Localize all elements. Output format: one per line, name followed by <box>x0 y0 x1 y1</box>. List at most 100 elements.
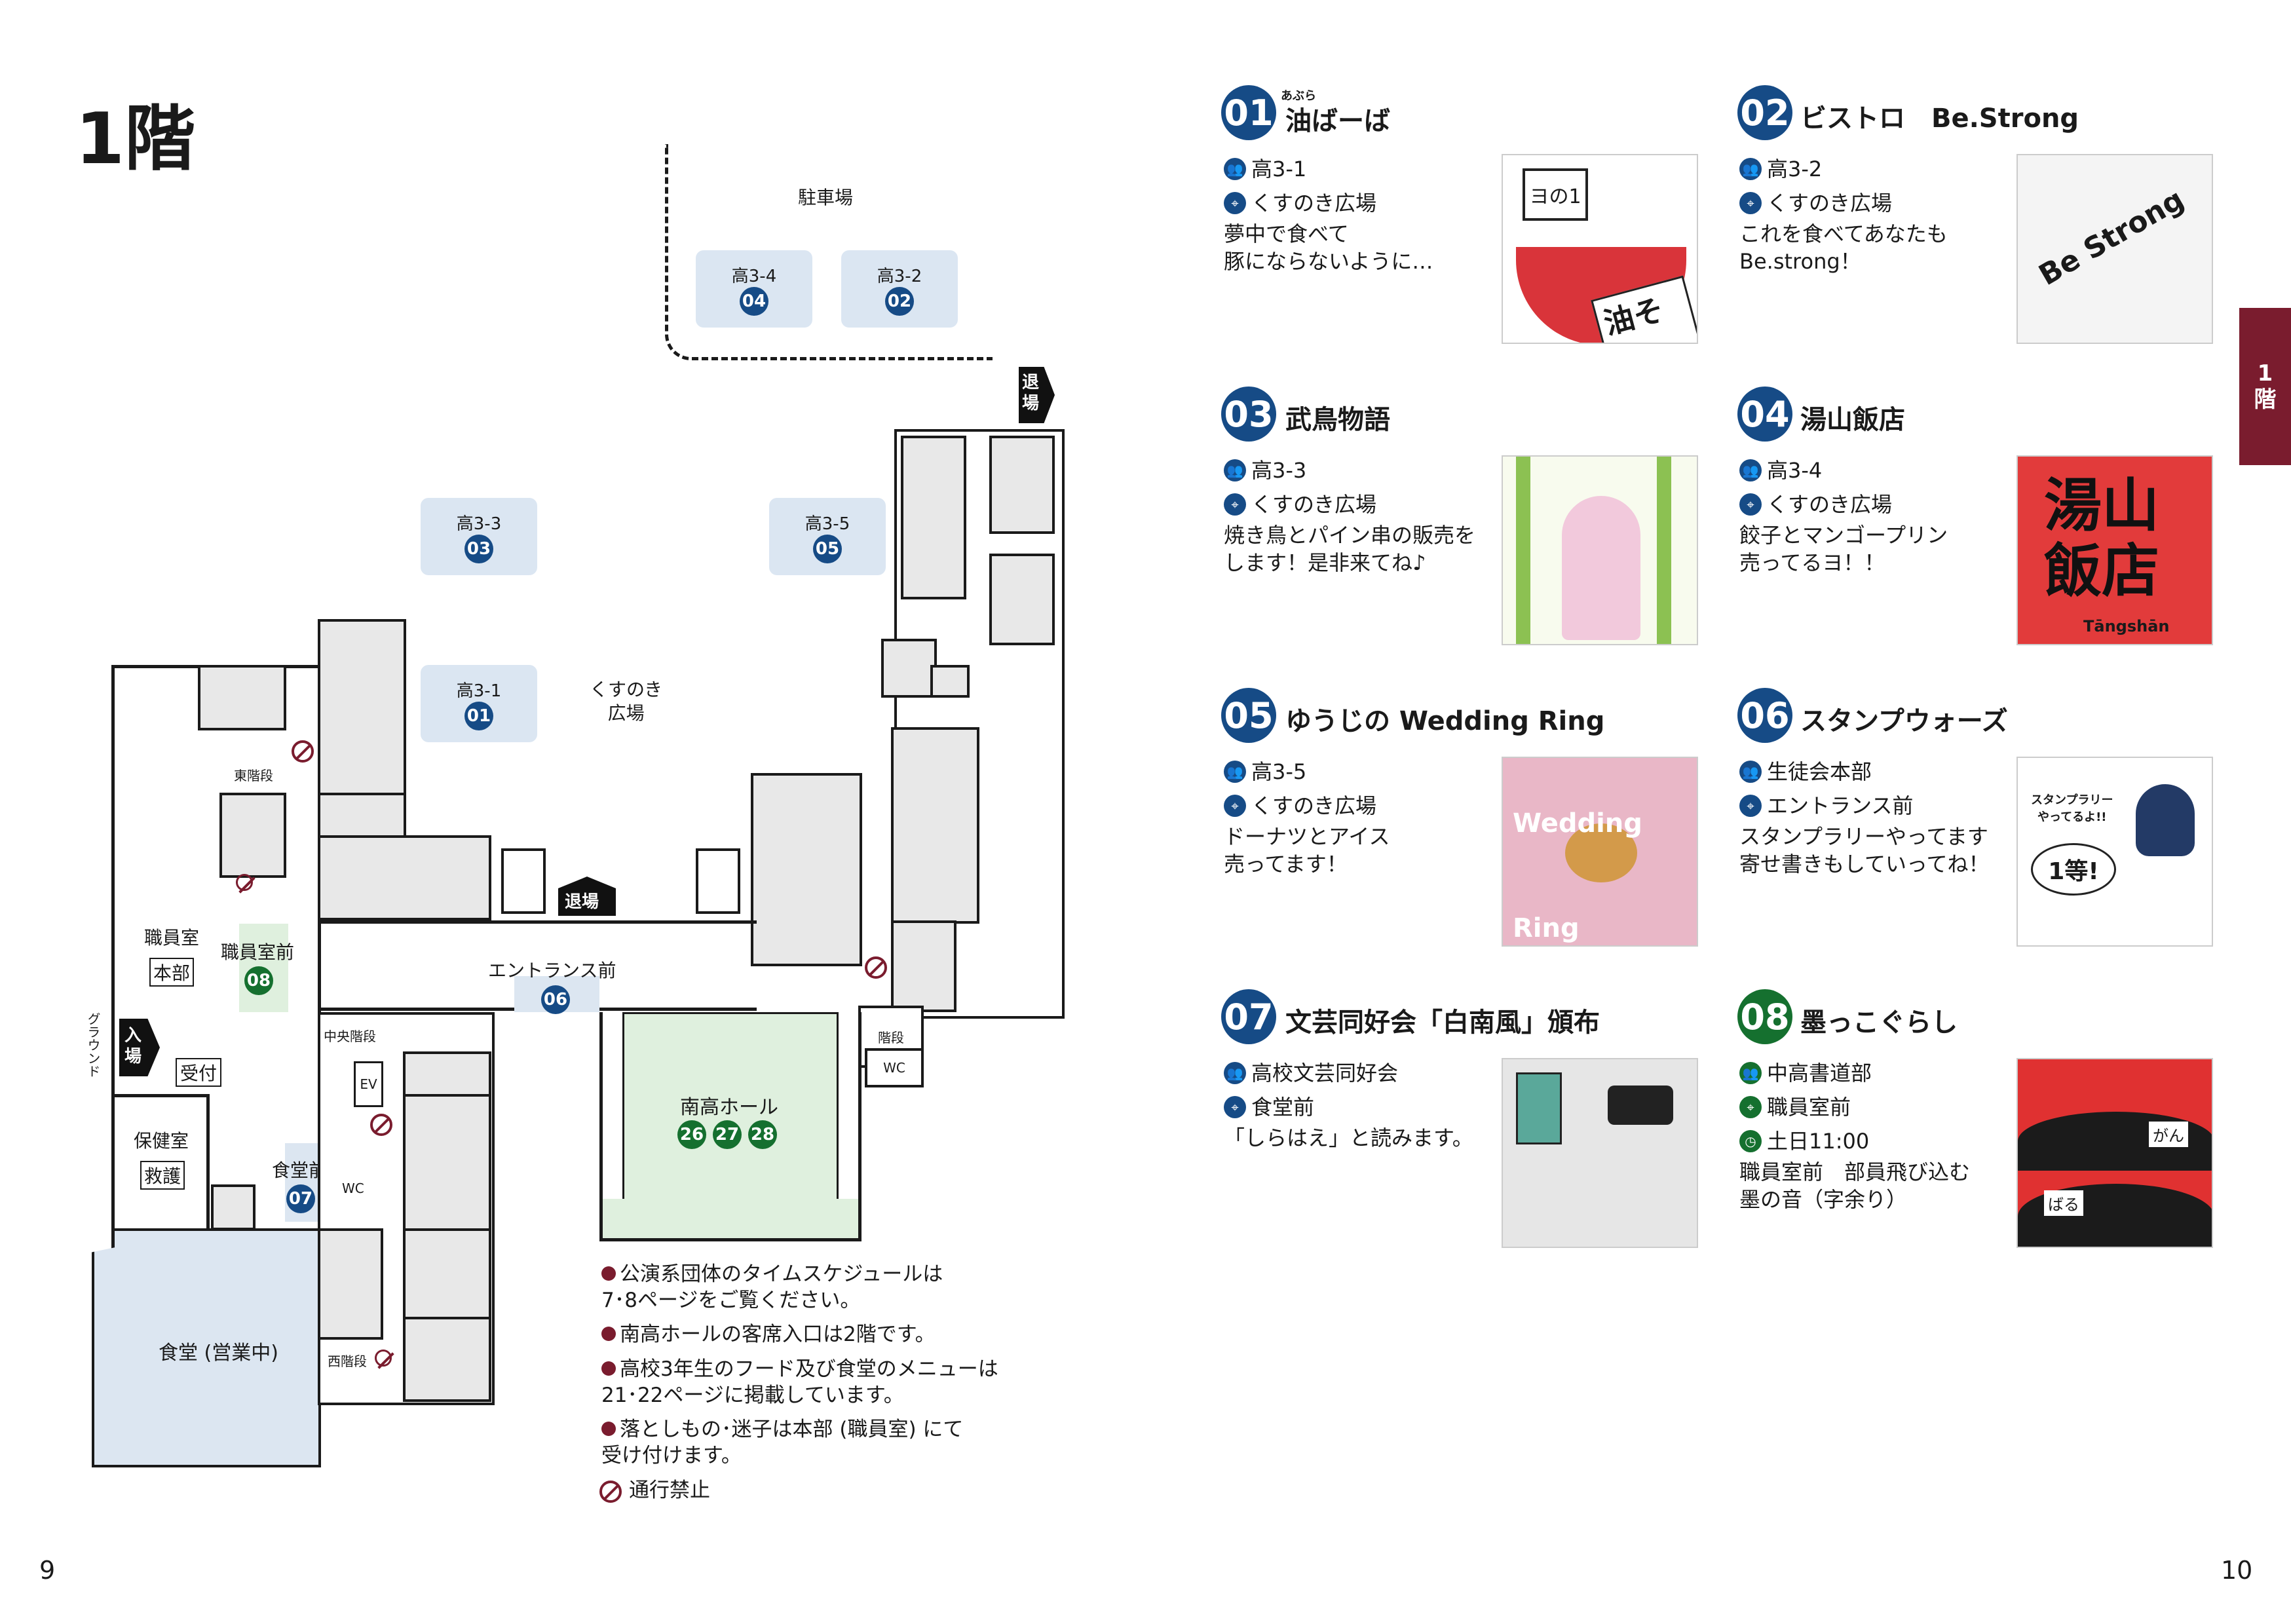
entry-title: ビストロ Be.Strong <box>1800 104 2079 134</box>
artwork-02-bistro: Be Strong <box>2016 154 2213 344</box>
artwork-sub: Tāngshān <box>2083 617 2170 635</box>
room-block <box>930 665 970 698</box>
entry-description: ドーナツとアイス 売ってます！ <box>1224 824 1390 877</box>
entry-description: 夢中で食べて 豚にならないように… <box>1224 221 1433 274</box>
pillar <box>501 848 546 914</box>
entry-description: 餃子とマンゴープリン 売ってるヨ！！ <box>1739 523 1948 575</box>
kyugo-label: 救護 <box>143 1165 181 1187</box>
entry-info: 👥高3-1 ⌖くすのき広場 夢中で食べて 豚にならないように… <box>1224 152 1433 275</box>
entry-ruby: あぶら <box>1281 89 1316 103</box>
entry-group: 高校文芸同好会 <box>1251 1061 1399 1086</box>
booth-number: 02 <box>885 286 914 316</box>
entry-info: 👥高3-4 ⌖くすのき広場 餃子とマンゴープリン 売ってるヨ！！ <box>1739 453 1948 576</box>
booth-01: 高3-1 01 <box>421 665 537 742</box>
bamboo-shape <box>1516 457 1530 644</box>
group-icon: 👥 <box>1739 1062 1762 1084</box>
ev-box: EV <box>354 1061 383 1107</box>
wc-east: WC <box>865 1048 924 1087</box>
wc-label: WC <box>883 1060 905 1076</box>
booth-label: 高3-1 <box>456 681 502 701</box>
entry-info: 👥高3-2 ⌖くすのき広場 これを食べてあなたも Be.strong！ <box>1739 152 1948 275</box>
hall-area-lower <box>603 1199 858 1238</box>
entry-info: 👥高3-5 ⌖くすのき広場 ドーナツとアイス 売ってます！ <box>1224 755 1390 878</box>
room-block <box>881 639 937 698</box>
booth-number: 05 <box>813 534 842 563</box>
west-stairs-label: 西階段 <box>328 1353 367 1369</box>
artwork-06-stamp-wars: スタンプラリー やってるよ!! 1等! <box>2016 757 2213 947</box>
room-block <box>403 1094 491 1232</box>
room-block <box>403 1051 491 1097</box>
hall-label: 南高ホール <box>680 1096 778 1119</box>
entry-title: 文芸同好会「白南風」頒布 <box>1285 1008 1600 1038</box>
group-icon: 👥 <box>1224 158 1246 180</box>
entry-group: 高3-3 <box>1251 458 1307 483</box>
entry-info: 👥高3-3 ⌖くすのき広場 焼き鳥とパイン串の販売を します！是非来てね♪ <box>1224 453 1475 576</box>
artwork-07-bungei <box>1502 1058 1698 1248</box>
entry-number: 05 <box>1221 688 1276 743</box>
entry-description: 焼き鳥とパイン串の販売を します！是非来てね♪ <box>1224 523 1476 575</box>
note-1: 公演系団体のタイムスケジュールは 7･8ページをご覧ください。 <box>601 1262 943 1312</box>
room-block <box>751 773 862 966</box>
page-number-right: 10 <box>2221 1556 2253 1585</box>
entry-group: 高3-4 <box>1767 458 1823 483</box>
booth-02: 高3-2 02 <box>841 250 958 328</box>
entry-place: くすのき広場 <box>1767 191 1893 216</box>
entry-group: 高3-5 <box>1251 759 1307 784</box>
location-icon: ⌖ <box>1739 192 1762 214</box>
no-entry-icon <box>599 1481 622 1503</box>
booth-label: 高3-4 <box>731 266 777 286</box>
artwork-08-sumikko: がん ばる <box>2016 1058 2213 1248</box>
no-entry-icon <box>370 1114 392 1136</box>
no-entry-legend: 通行禁止 <box>629 1479 710 1502</box>
entry-title: スタンプウォーズ <box>1800 706 2008 736</box>
health-room-label: 保健室 <box>134 1130 189 1152</box>
figure-shape <box>1562 496 1640 640</box>
room-block <box>318 619 406 796</box>
booth-03: 高3-3 03 <box>421 498 537 575</box>
location-icon: ⌖ <box>1224 493 1246 516</box>
entry-description: 「しらはえ」と読みます。 <box>1224 1125 1473 1150</box>
booth-04: 高3-4 04 <box>696 250 812 328</box>
clock-icon: ◷ <box>1739 1130 1762 1152</box>
group-icon: 👥 <box>1224 459 1246 482</box>
location-icon: ⌖ <box>1739 795 1762 817</box>
entry-place: くすのき広場 <box>1251 492 1377 517</box>
entry-number: 01 <box>1221 85 1276 140</box>
no-entry-icon <box>292 740 314 763</box>
booth-label: 高3-2 <box>877 266 922 286</box>
entry-description: 職員室前 部員飛び込む 墨の音（字余り） <box>1739 1160 1971 1212</box>
room-block <box>198 665 286 730</box>
note-3: 高校3年生のフード及び食堂のメニューは 21･22ページに掲載しています。 <box>601 1357 998 1407</box>
penguin-shape <box>2136 784 2195 856</box>
room-block <box>219 793 286 878</box>
cafeteria-label: 食堂 (営業中) <box>159 1342 278 1365</box>
parking-label: 駐車場 <box>798 187 854 208</box>
booth-label: 高3-3 <box>456 514 502 534</box>
staff-room-label: 職員室 <box>144 927 200 949</box>
exit-label-mid: 退場 <box>565 892 599 912</box>
entry-group: 高3-1 <box>1251 157 1307 181</box>
hall-number-26: 26 <box>677 1120 706 1149</box>
artwork-label: スタンプラリー やってるよ!! <box>2031 793 2113 824</box>
artwork-label: 湯山 飯店 <box>2044 472 2160 605</box>
hall-area <box>622 1012 839 1202</box>
note-2: 南高ホールの客席入口は2階です。 <box>601 1321 936 1348</box>
entry-description: スタンプラリーやってます 寄せ書きもしていってね！ <box>1739 824 1990 877</box>
figure-shape <box>1608 1086 1673 1125</box>
entry-info: 👥高校文芸同好会 ⌖食堂前 「しらはえ」と読みます。 <box>1224 1056 1473 1152</box>
entry-place: エントランス前 <box>1767 793 1914 818</box>
kusunoki-label: くすのき 広場 <box>590 679 663 724</box>
artwork-label: Be Strong <box>2033 182 2190 293</box>
hall-number-27: 27 <box>713 1120 742 1149</box>
entry-number: 08 <box>1737 989 1792 1044</box>
artwork-label: Wedding Ring <box>1513 808 1642 943</box>
stairs-label: 階段 <box>878 1030 904 1046</box>
artwork-01-abura-soba: ヨの1 油そば <box>1502 154 1698 344</box>
entry-group: 高3-2 <box>1767 157 1823 181</box>
room-block <box>318 1228 383 1340</box>
entry-info: 👥生徒会本部 ⌖エントランス前 スタンプラリーやってます 寄せ書きもしていってね… <box>1739 755 1989 878</box>
floor-side-tab: 1 階 <box>2239 308 2291 465</box>
location-icon: ⌖ <box>1224 192 1246 214</box>
entry-title: 油ばーば <box>1285 106 1390 136</box>
entry-time: 土日11:00 <box>1767 1129 1870 1154</box>
